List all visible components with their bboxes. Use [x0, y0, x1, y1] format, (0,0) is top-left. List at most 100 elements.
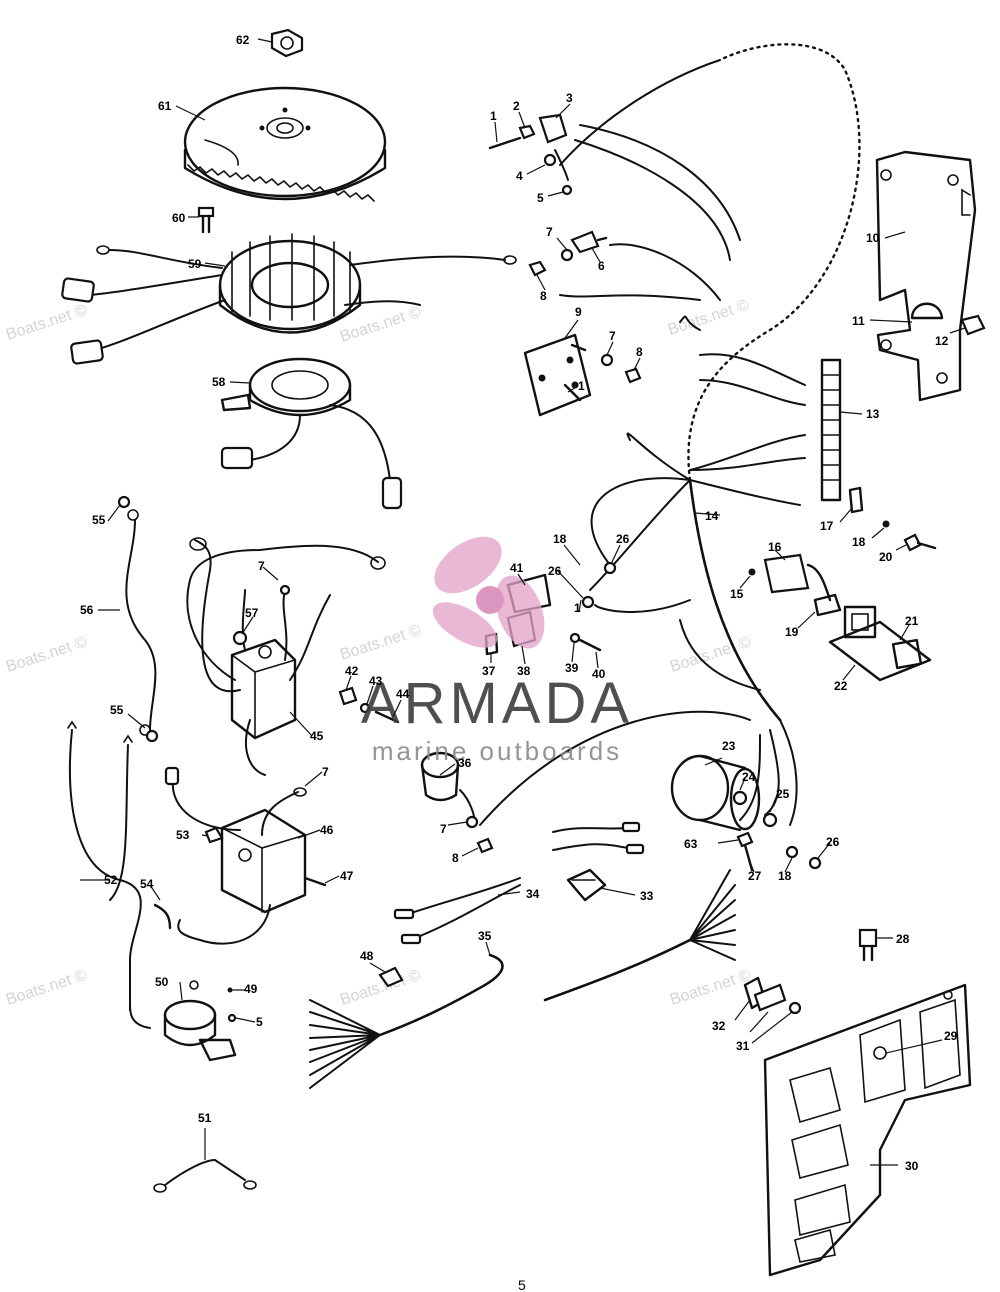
callout-54: 54 [140, 877, 154, 891]
watermark-text: Boats.net © [668, 634, 753, 676]
fastener-48 [378, 966, 404, 988]
watermark-text: Boats.net © [4, 302, 89, 344]
callout-29: 29 [944, 1029, 958, 1043]
callout-21: 21 [905, 614, 919, 628]
callout-35: 35 [478, 929, 492, 943]
harness-35 [309, 869, 736, 1089]
callout-12: 12 [935, 334, 949, 348]
coil-pack-45 [186, 537, 386, 776]
callout-1: 1 [490, 109, 497, 123]
callout-32: 32 [712, 1019, 726, 1033]
callout-33: 33 [640, 889, 654, 903]
watermark-text: Boats.net © [668, 967, 753, 1009]
ground-wire-56 [117, 495, 159, 743]
callout-13: 13 [866, 407, 880, 421]
callout-7: 7 [322, 765, 329, 779]
hose-54 [153, 903, 172, 930]
callout-55: 55 [92, 513, 106, 527]
nut-62 [270, 28, 304, 58]
fastener-20 [882, 520, 937, 552]
watermark-text: Boats.net © [4, 634, 89, 676]
callout-42: 42 [345, 664, 359, 678]
callout-7: 7 [546, 225, 553, 239]
callout-40: 40 [592, 667, 606, 681]
callout-63: 63 [684, 837, 698, 851]
callout-60: 60 [172, 211, 186, 225]
callout-38: 38 [517, 664, 531, 678]
callout-5: 5 [256, 1015, 263, 1029]
wire-pair-34 [393, 877, 521, 945]
callout-23: 23 [722, 739, 736, 753]
callout-8: 8 [452, 851, 459, 865]
callout-43: 43 [369, 674, 383, 688]
callout-9: 9 [575, 305, 582, 319]
callout-26: 26 [548, 564, 562, 578]
brand-subtitle: marine outboards [372, 736, 622, 766]
callout-16: 16 [768, 540, 782, 554]
armada-logo: ARMADA marine outboards [361, 536, 629, 766]
callout-25: 25 [776, 787, 790, 801]
callout-5: 5 [537, 191, 544, 205]
callout-48: 48 [360, 949, 374, 963]
callout-20: 20 [879, 550, 893, 564]
callout-1: 1 [578, 379, 585, 393]
callout-34: 34 [526, 887, 540, 901]
callout-36: 36 [458, 756, 472, 770]
callout-4: 4 [516, 169, 523, 183]
callout-45: 45 [310, 729, 324, 743]
propeller-icon [432, 536, 545, 649]
watermark-text: Boats.net © [338, 622, 423, 664]
callout-30: 30 [905, 1159, 919, 1173]
callout-19: 19 [785, 625, 799, 639]
callout-11: 11 [852, 314, 865, 328]
terminal-board-9 [523, 333, 642, 417]
callout-58: 58 [212, 375, 226, 389]
callout-56: 56 [80, 603, 94, 617]
callout-2: 2 [513, 99, 520, 113]
switch-3 [488, 113, 573, 196]
callout-52: 52 [104, 873, 118, 887]
callout-50: 50 [155, 975, 169, 989]
fastener-44 [338, 686, 400, 724]
callout-47: 47 [340, 869, 354, 883]
watermark-text: Boats.net © [666, 297, 751, 339]
sender-50 [129, 980, 237, 1062]
timer-base-58 [220, 357, 403, 510]
callout-61: 61 [158, 99, 172, 113]
callout-55: 55 [110, 703, 124, 717]
callout-8: 8 [540, 289, 547, 303]
clamp-11 [910, 302, 986, 336]
callout-26: 26 [826, 835, 840, 849]
leader-lines [80, 38, 966, 1166]
callout-24: 24 [742, 770, 756, 784]
callout-7: 7 [258, 559, 265, 573]
callout-10: 10 [866, 231, 880, 245]
callout-27: 27 [748, 869, 762, 883]
callout-18: 18 [553, 532, 567, 546]
callout-28: 28 [896, 932, 910, 946]
callout-37: 37 [482, 664, 496, 678]
mounting-plate-30 [763, 983, 972, 1277]
callout-labels: 62 61 60 59 58 1 2 3 4 5 7 6 8 9 7 8 1 1… [80, 33, 958, 1173]
callout-31: 31 [736, 1039, 750, 1053]
wiring-harness-14 [479, 43, 861, 826]
key-switch-16 [748, 553, 842, 617]
screw-60 [197, 206, 215, 234]
callout-51: 51 [198, 1111, 212, 1125]
condenser-36 [420, 751, 494, 854]
callout-44: 44 [396, 687, 410, 701]
callout-57: 57 [245, 606, 259, 620]
callout-22: 22 [834, 679, 848, 693]
callout-7: 7 [609, 329, 616, 343]
callout-3: 3 [566, 91, 573, 105]
callout-62: 62 [236, 33, 250, 47]
standoff-28 [858, 928, 878, 962]
engine-mount-32 [743, 976, 802, 1015]
callout-18: 18 [778, 869, 792, 883]
callout-7: 7 [440, 822, 447, 836]
wire-52 [67, 720, 142, 1011]
bracket-10 [875, 150, 977, 402]
callout-39: 39 [565, 661, 579, 675]
callout-49: 49 [244, 982, 258, 996]
callout-6: 6 [598, 259, 605, 273]
